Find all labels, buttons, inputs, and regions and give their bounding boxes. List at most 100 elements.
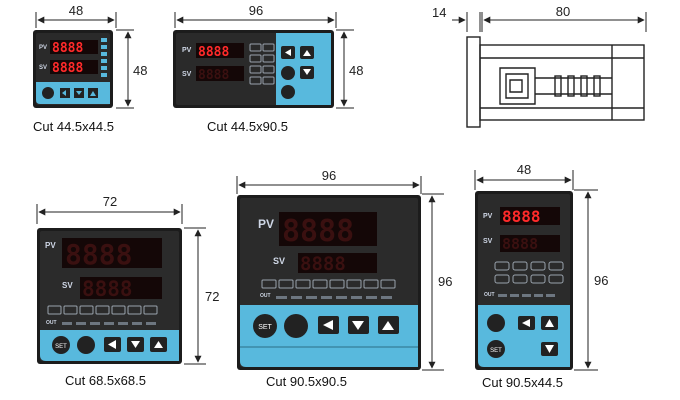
- sv-label: SV: [62, 281, 73, 290]
- width-label: 48: [517, 162, 531, 177]
- function-leds: [261, 279, 396, 289]
- sv-display: 8888: [52, 61, 83, 76]
- sv-display: 8888: [82, 277, 133, 301]
- controller-front: PV 8888 SV 8888 OUT: [37, 228, 182, 364]
- pv-display: 8888: [52, 41, 83, 56]
- left-arrow-icon: [285, 49, 291, 56]
- sv-label: SV: [273, 256, 285, 266]
- pv-label: PV: [182, 47, 192, 54]
- output-bar: [276, 296, 392, 299]
- sv-display: 8888: [198, 68, 229, 83]
- set-button: [281, 66, 295, 80]
- sv-label: SV: [483, 238, 493, 245]
- left-arrow-icon: [62, 90, 66, 96]
- down-arrow-icon: [76, 91, 82, 95]
- up-arrow-icon: [545, 319, 554, 327]
- mode-button: [281, 85, 295, 99]
- pv-label: PV: [39, 45, 47, 51]
- cutout-caption: Cut 44.5x44.5: [33, 119, 114, 134]
- width-dimension: 48: [35, 3, 117, 28]
- width-dimension: 72: [36, 194, 183, 224]
- indicator-leds: [101, 38, 107, 77]
- set-button: [253, 314, 277, 338]
- set-button: [42, 87, 54, 99]
- height-dimension: 48: [336, 29, 363, 109]
- set-button: [52, 336, 70, 354]
- width-label: 96: [249, 3, 263, 18]
- up-arrow-icon: [154, 341, 163, 348]
- controller-front: PV 8888 SV 8888 OUT SET: [475, 191, 573, 370]
- down-arrow-icon: [131, 341, 140, 348]
- width-dimension: 96: [174, 3, 337, 28]
- output-bar: [62, 322, 156, 325]
- down-arrow-icon: [303, 69, 311, 75]
- width-dimension: 48: [474, 162, 574, 190]
- pv-display: 8888: [65, 238, 132, 271]
- pv-label: PV: [258, 217, 274, 231]
- side-view: 14 80: [432, 4, 647, 128]
- sv-display: 8888: [300, 253, 346, 275]
- out-label: OUT: [484, 292, 495, 298]
- cutout-caption: Cut 68.5x68.5: [65, 373, 146, 388]
- cutout-caption: Cut 90.5x90.5: [266, 374, 347, 389]
- unit-96x96: 96 96 PV 8888 SV 8888 OUT: [236, 168, 452, 389]
- controller-front: PV 8888 SV 8888: [173, 30, 334, 108]
- unit-48x48: 48 48 PV 8888 SV 8888: [33, 3, 147, 134]
- controller-front: PV 8888 SV 8888: [33, 30, 113, 108]
- front-depth-dimension: 14: [432, 5, 481, 32]
- housing-outline: [466, 36, 645, 128]
- height-dimension: 96: [422, 193, 452, 371]
- keypad-panel: [36, 82, 110, 104]
- pv-display: 8888: [198, 45, 229, 60]
- output-bar: [498, 294, 555, 297]
- mode-button: [284, 314, 308, 338]
- height-label: 96: [594, 273, 608, 288]
- left-arrow-icon: [522, 319, 530, 327]
- set-button-label: SET: [490, 348, 502, 354]
- set-button-label: SET: [258, 324, 272, 331]
- mode-button: [77, 336, 95, 354]
- pv-display: 8888: [282, 214, 354, 249]
- left-arrow-icon: [108, 340, 116, 349]
- down-arrow-icon: [545, 345, 554, 353]
- width-dimension: 96: [236, 168, 422, 194]
- keypad-panel: [240, 305, 418, 367]
- height-label: 96: [438, 274, 452, 289]
- front-depth-label: 14: [432, 5, 446, 20]
- sv-display: 8888: [502, 235, 538, 253]
- out-label: OUT: [260, 293, 271, 299]
- width-label: 96: [322, 168, 336, 183]
- status-leds: [249, 43, 275, 85]
- height-dimension: 96: [574, 189, 608, 371]
- body-depth-dimension: 80: [481, 4, 647, 32]
- height-dimension: 48: [116, 29, 147, 109]
- width-label: 48: [69, 3, 83, 18]
- left-arrow-icon: [323, 320, 333, 330]
- function-leds: [47, 305, 158, 315]
- out-label: OUT: [46, 320, 57, 326]
- height-dimension: 72: [184, 227, 219, 365]
- set-button: [487, 340, 505, 358]
- function-leds: [494, 261, 564, 284]
- unit-72x72: 72 72 PV 8888 SV 8888 OUT: [36, 194, 219, 388]
- unit-96x48: 96 48 PV 8888 SV 8888: [173, 3, 363, 134]
- cutout-caption: Cut 90.5x44.5: [482, 375, 563, 390]
- body-depth-label: 80: [556, 4, 570, 19]
- set-button-label: SET: [55, 344, 67, 350]
- width-label: 72: [103, 194, 117, 209]
- up-arrow-icon: [90, 91, 96, 96]
- sv-label: SV: [39, 65, 47, 71]
- height-label: 48: [349, 63, 363, 78]
- cutout-caption: Cut 44.5x90.5: [207, 119, 288, 134]
- pv-label: PV: [483, 213, 493, 220]
- mode-button: [487, 314, 505, 332]
- down-arrow-icon: [352, 321, 364, 330]
- up-arrow-icon: [303, 50, 311, 56]
- up-arrow-icon: [382, 321, 394, 330]
- keypad-panel: [478, 305, 570, 367]
- pv-display: 8888: [502, 207, 541, 226]
- height-label: 48: [133, 63, 147, 78]
- sv-label: SV: [182, 71, 192, 78]
- pv-label: PV: [45, 241, 56, 250]
- unit-48x96: 48 96 PV 8888 SV 8888 OUT: [474, 162, 608, 390]
